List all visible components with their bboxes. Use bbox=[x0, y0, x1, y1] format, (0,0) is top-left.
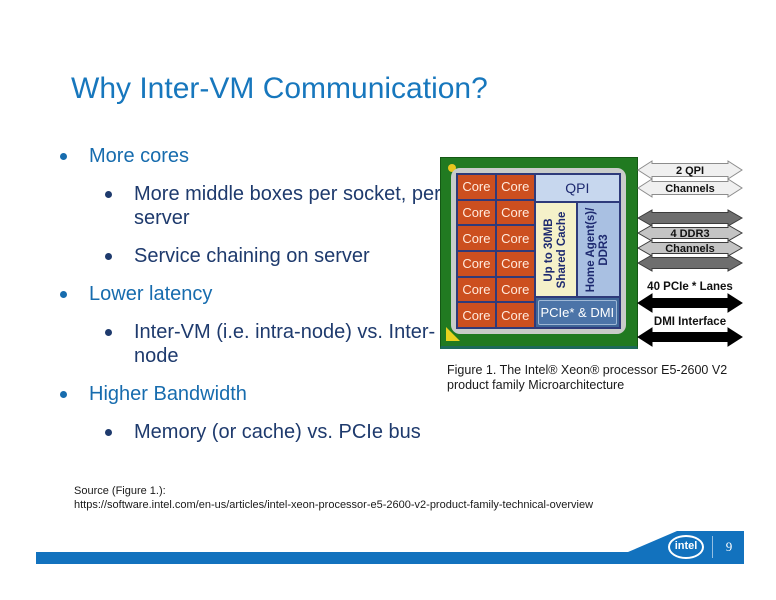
core-cell: Core bbox=[458, 175, 495, 199]
figure-caption-line2: product family Microarchitecture bbox=[447, 378, 625, 392]
dmi-interface-arrow: DMI Interface bbox=[637, 316, 743, 347]
home-agent-label-line1: Home Agent(s)/ bbox=[585, 207, 598, 292]
ddr3-channels-arrow: 4 DDR3 Channels bbox=[637, 209, 744, 272]
page-number: 9 bbox=[725, 539, 733, 554]
bullet-item: Service chaining on server bbox=[97, 244, 450, 268]
bullet-text: More middle boxes per socket, per server bbox=[134, 183, 441, 229]
pin-one-dot bbox=[448, 164, 456, 172]
chip-inner: Core Core Core Core Core Core Core Core … bbox=[456, 173, 621, 329]
chip-frame: Core Core Core Core Core Core Core Core … bbox=[451, 168, 626, 334]
qpi-block: QPI bbox=[535, 175, 619, 201]
bullet-text: Memory (or cache) vs. PCIe bus bbox=[134, 421, 421, 443]
cache-label-line2: Shared Cache bbox=[555, 211, 568, 288]
figure-caption: Figure 1. The Intel® Xeon® processor E5-… bbox=[447, 363, 767, 393]
bullet-text: Service chaining on server bbox=[134, 245, 370, 267]
page-title: Why Inter-VM Communication? bbox=[71, 72, 488, 105]
qpi-channels-label-line1: 2 QPI bbox=[676, 165, 704, 177]
bullet-item: Inter-VM (i.e. intra-node) vs. Inter-nod… bbox=[97, 320, 450, 368]
bullet-item: More cores bbox=[52, 144, 450, 168]
dmi-interface-label: DMI Interface bbox=[654, 316, 726, 328]
footer-bar bbox=[36, 552, 744, 564]
core-cell: Core bbox=[458, 251, 495, 276]
bullet-text: Lower latency bbox=[89, 283, 213, 305]
qpi-channels-arrow: 2 QPI Channels bbox=[637, 160, 743, 198]
chip-diagram: Core Core Core Core Core Core Core Core … bbox=[440, 157, 638, 349]
figure-caption-line1: Figure 1. The Intel® Xeon® processor E5-… bbox=[447, 363, 728, 377]
pcie-lanes-label: 40 PCIe * Lanes bbox=[647, 281, 733, 293]
bullet-dot bbox=[60, 291, 67, 298]
home-agent-block: Home Agent(s)/ DDR3 bbox=[577, 203, 619, 296]
pcie-lanes-arrow: 40 PCIe * Lanes bbox=[637, 281, 743, 313]
intel-logo-text: intel bbox=[674, 540, 698, 552]
core-cell: Core bbox=[496, 277, 534, 302]
core-grid: Core Core Core Core Core Core Core Core … bbox=[458, 175, 534, 327]
source-url: https://software.intel.com/en-us/article… bbox=[74, 499, 594, 511]
footer-divider bbox=[712, 536, 713, 558]
bullet-dot bbox=[105, 429, 112, 436]
intel-logo: intel bbox=[668, 535, 704, 559]
bullet-dot bbox=[60, 391, 67, 398]
bullet-item: Lower latency bbox=[52, 282, 450, 306]
cache-label-line1: Up to 30MB bbox=[542, 217, 555, 282]
core-cell: Core bbox=[458, 226, 495, 250]
pcie-dmi-block: PCIe* & DMI bbox=[537, 300, 617, 325]
pcie-dmi-wrap: PCIe* & DMI bbox=[535, 298, 619, 327]
bullet-dot bbox=[60, 153, 67, 160]
core-cell: Core bbox=[458, 200, 495, 225]
bullet-item: Higher Bandwidth bbox=[52, 382, 450, 406]
bullet-text: Inter-VM (i.e. intra-node) vs. Inter-nod… bbox=[134, 321, 436, 367]
bullet-dot bbox=[105, 191, 112, 198]
bullet-text: More cores bbox=[89, 145, 190, 167]
source-label: Source (Figure 1.): bbox=[74, 485, 166, 497]
bullet-dot bbox=[105, 329, 112, 336]
channel-arrows: 2 QPI Channels 4 DDR3 Channels 40 PCIe *… bbox=[637, 160, 744, 347]
home-agent-label-line2: DDR3 bbox=[598, 233, 611, 266]
core-cell: Core bbox=[496, 200, 534, 225]
bullet-list: More cores More middle boxes per socket,… bbox=[52, 144, 450, 458]
core-cell: Core bbox=[458, 277, 495, 302]
source-note: Source (Figure 1.): https://software.int… bbox=[74, 484, 714, 512]
core-cell: Core bbox=[496, 303, 534, 327]
bullet-text: Higher Bandwidth bbox=[89, 383, 247, 405]
bullet-dot bbox=[105, 253, 112, 260]
core-cell: Core bbox=[496, 251, 534, 276]
core-cell: Core bbox=[496, 226, 534, 250]
uncore-column: QPI Up to 30MB Shared Cache Home Agent(s… bbox=[535, 175, 619, 327]
ddr3-channels-label-line2: Channels bbox=[665, 243, 715, 255]
bullet-item: More middle boxes per socket, per server bbox=[97, 182, 450, 230]
core-cell: Core bbox=[458, 303, 495, 327]
ddr3-channels-label-line1: 4 DDR3 bbox=[670, 228, 709, 240]
qpi-channels-label-line2: Channels bbox=[665, 183, 715, 195]
bullet-item: Memory (or cache) vs. PCIe bus bbox=[97, 420, 450, 444]
shared-cache-block: Up to 30MB Shared Cache bbox=[535, 203, 576, 296]
core-cell: Core bbox=[496, 175, 534, 199]
